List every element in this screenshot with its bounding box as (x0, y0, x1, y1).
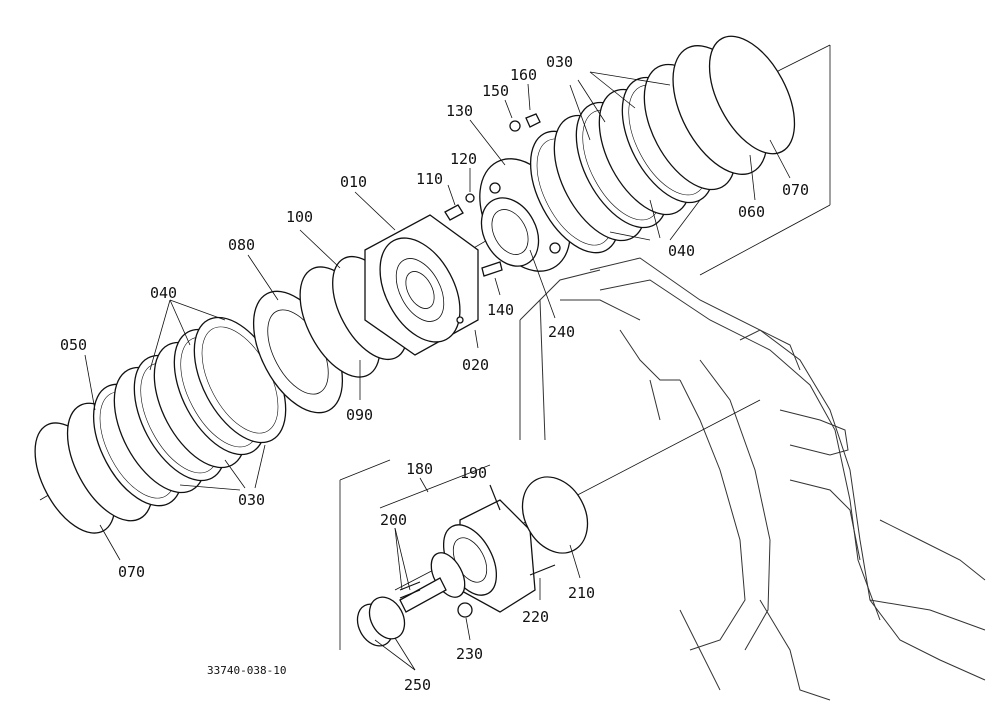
plug-020 (456, 316, 464, 324)
bolt-220 (529, 564, 556, 576)
callout-040-top: 040 (668, 242, 695, 260)
callout-060: 060 (738, 203, 765, 221)
transmission-housing (519, 257, 986, 701)
callout-190: 190 (460, 464, 487, 482)
callout-labels: 010 020 030 030 040 040 050 060 070 070 … (60, 53, 809, 694)
nut-230 (457, 602, 473, 618)
callout-180: 180 (406, 460, 433, 478)
callout-020: 020 (462, 356, 489, 374)
ring-120 (465, 193, 475, 203)
callout-050: 050 (60, 336, 87, 354)
callout-150: 150 (482, 82, 509, 100)
callout-030-bottom: 030 (238, 491, 265, 509)
callout-120: 120 (450, 150, 477, 168)
snap-ring-070-right (708, 35, 796, 155)
callout-040-left: 040 (150, 284, 177, 302)
nut-160 (525, 113, 541, 128)
callout-240: 240 (548, 323, 575, 341)
hub-and-bearing (479, 113, 571, 272)
callout-070-right: 070 (782, 181, 809, 199)
callout-110: 110 (416, 170, 443, 188)
shaft (399, 577, 447, 613)
callout-070-left: 070 (118, 563, 145, 581)
leader-lines (84, 71, 791, 671)
bolt-140 (481, 261, 503, 277)
callout-030-top: 030 (546, 53, 573, 71)
callout-080: 080 (228, 236, 255, 254)
callout-210: 210 (568, 584, 595, 602)
callout-200: 200 (380, 511, 407, 529)
left-clutch-pack (34, 316, 287, 534)
stud-190 (489, 484, 501, 511)
clutch-drum-010 (364, 193, 503, 356)
callout-160: 160 (510, 66, 537, 84)
lower-gear-assembly (356, 476, 589, 647)
drawing-code: 33740-038-10 (207, 664, 286, 677)
bearing-240 (480, 197, 540, 267)
washer-150 (509, 120, 521, 132)
gasket-210 (521, 476, 589, 554)
callout-100: 100 (286, 208, 313, 226)
ring-250b (368, 596, 406, 640)
callout-130: 130 (446, 102, 473, 120)
callout-010: 010 (340, 173, 367, 191)
callout-140: 140 (487, 301, 514, 319)
pin-110 (444, 204, 464, 221)
callout-090: 090 (346, 406, 373, 424)
right-clutch-pack (529, 35, 796, 254)
callout-220: 220 (522, 608, 549, 626)
callout-250: 250 (404, 676, 431, 694)
callout-230: 230 (456, 645, 483, 663)
